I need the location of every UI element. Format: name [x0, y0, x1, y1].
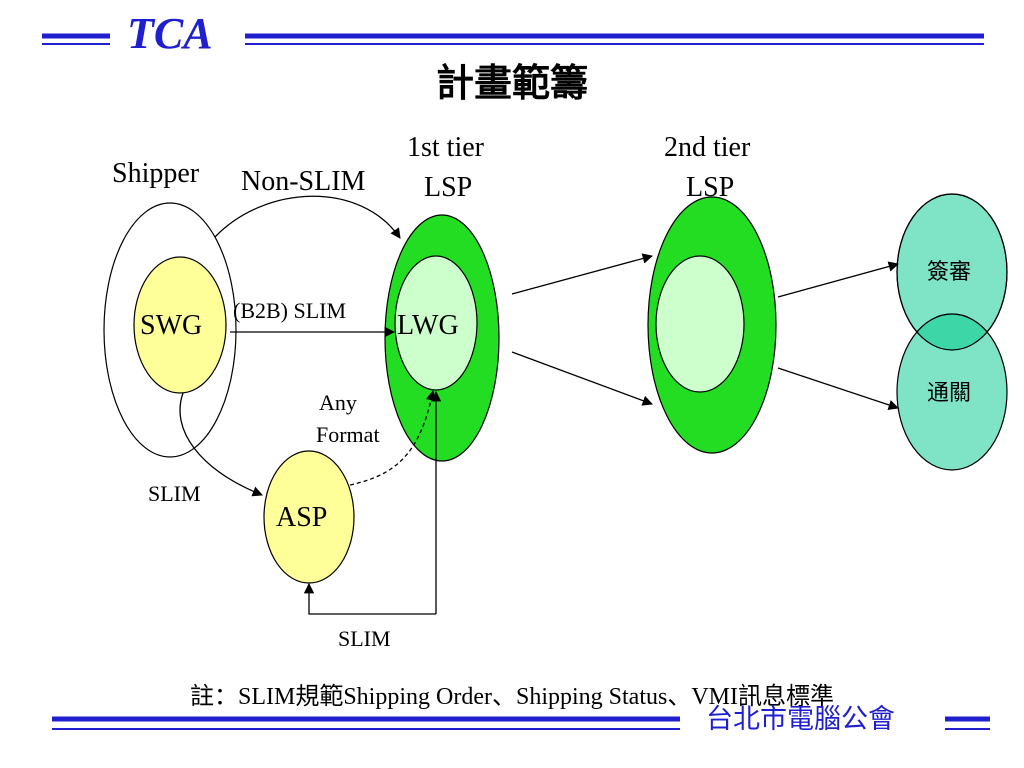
customs-review-label: 簽審	[927, 260, 972, 285]
edge-label-any-format-2: Format	[316, 422, 380, 447]
footer-rule	[52, 716, 990, 730]
edge-any-format	[349, 389, 437, 486]
edge-label-non-slim: Non-SLIM	[241, 166, 366, 197]
tier1-label-line1: 1st tier	[407, 132, 484, 163]
page-title: 計畫範籌	[435, 60, 588, 105]
edge-tier1-tier2-lower	[511, 351, 653, 406]
asp-label: ASP	[276, 502, 328, 533]
edge-tier2-review	[777, 261, 900, 298]
organization-name: 台北市電腦公會	[706, 704, 895, 735]
edge-label-any-format-1: Any	[319, 390, 357, 415]
edge-non-slim	[214, 195, 401, 239]
edge-label-slim-left: SLIM	[148, 481, 201, 506]
edge-label-slim-bottom: SLIM	[338, 626, 391, 651]
tier1-label-line2: LSP	[424, 172, 473, 203]
swg-label: SWG	[140, 310, 203, 341]
swg-node	[133, 256, 227, 394]
lwg-label: LWG	[397, 310, 459, 341]
brand-logo: TCA	[127, 9, 213, 58]
header-rule	[42, 33, 984, 45]
tier2-inner-node	[655, 255, 745, 393]
customs-group	[896, 193, 1008, 471]
footnote: 註：SLIM規範Shipping Order、Shipping Status、V…	[189, 684, 834, 710]
shipper-label: Shipper	[112, 158, 200, 189]
edge-label-b2b-slim: (B2B) SLIM	[233, 298, 347, 323]
customs-clearance-label: 通關	[927, 381, 972, 406]
tier2-label-line2: LSP	[686, 172, 735, 203]
edge-slim-loop	[303, 582, 436, 615]
edge-tier2-clearance	[777, 367, 899, 410]
edge-tier1-tier2-upper	[511, 253, 654, 295]
tier2-label-line1: 2nd tier	[664, 132, 751, 163]
edge-slim-swg-asp	[179, 392, 263, 497]
